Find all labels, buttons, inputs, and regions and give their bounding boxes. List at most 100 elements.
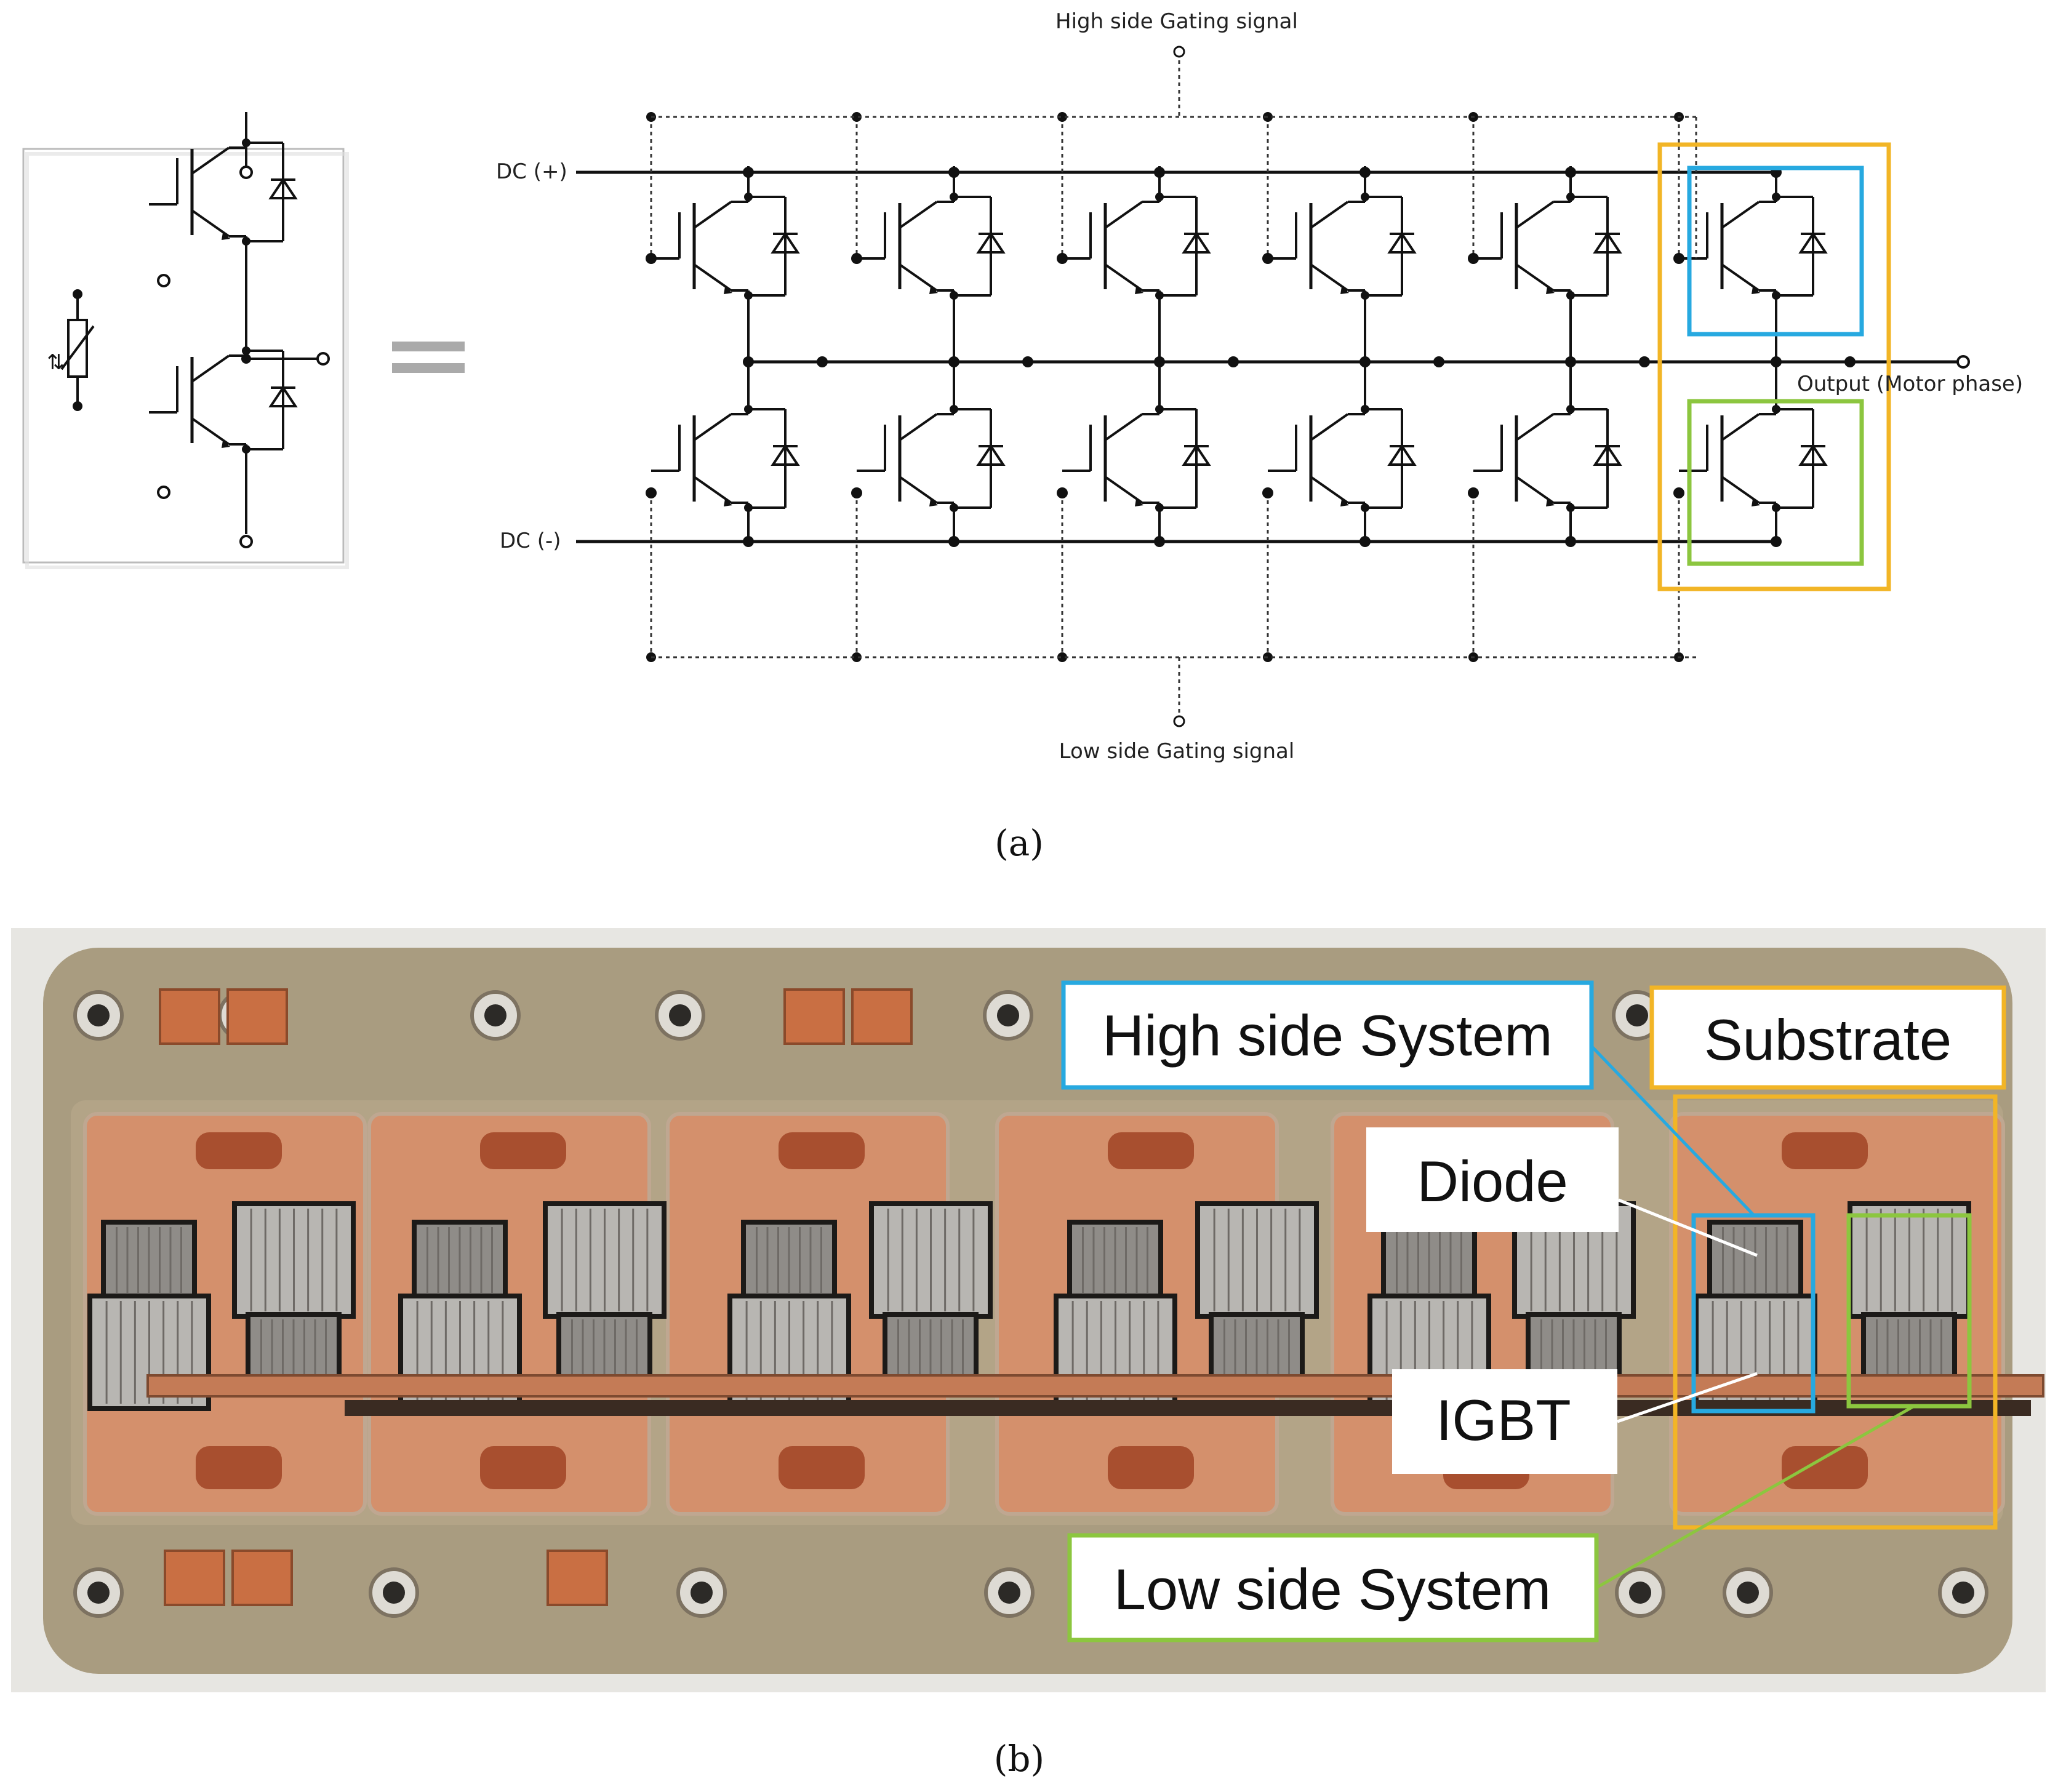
bond-pad xyxy=(1782,1446,1868,1489)
dc-minus-node xyxy=(1565,536,1576,547)
high-gate-terminal xyxy=(1057,253,1068,264)
output-node xyxy=(1433,356,1444,367)
power-terminal xyxy=(851,988,913,1045)
thermistor-terminal xyxy=(73,401,82,411)
mounting-hole-center xyxy=(1737,1582,1759,1604)
bond-pad xyxy=(779,1132,865,1169)
bond-pad xyxy=(1108,1446,1194,1489)
inset-terminal xyxy=(157,486,170,499)
busbar xyxy=(146,1374,2044,1398)
low-gate-node xyxy=(1057,652,1067,662)
substrate-highlight xyxy=(1657,142,1891,591)
output-node xyxy=(1359,356,1371,367)
diode-box xyxy=(1366,1127,1619,1232)
inset-terminal xyxy=(316,352,330,366)
equals-sign-bar xyxy=(392,363,465,373)
mounting-hole-center xyxy=(87,1582,110,1604)
diode-leader xyxy=(1618,1198,1758,1257)
power-module-photo xyxy=(11,928,2046,1692)
igbt-low-2 xyxy=(857,378,1003,520)
mounting-hole-center xyxy=(484,1004,506,1026)
output-node xyxy=(1022,356,1033,367)
high-gate-terminal-main xyxy=(1173,46,1185,58)
output-node xyxy=(1154,356,1165,367)
output-node xyxy=(1228,356,1239,367)
dc-plus-node xyxy=(1154,167,1165,178)
dc-minus-node xyxy=(1154,536,1165,547)
low-gate-terminal-main xyxy=(1173,715,1185,727)
thermistor-arrows: ⇅ xyxy=(47,350,65,375)
igbt-high-5 xyxy=(1473,166,1620,308)
output-node xyxy=(1844,356,1856,367)
high-side-leader xyxy=(1590,1045,1755,1217)
low-gate-terminal xyxy=(1673,487,1684,498)
output-label: Output (Motor phase) xyxy=(1797,372,2023,396)
high-gate-node xyxy=(1057,112,1067,122)
high-gate-terminal xyxy=(1468,253,1479,264)
output-node xyxy=(1565,356,1576,367)
thermistor-terminal xyxy=(73,289,82,299)
mounting-hole-center xyxy=(669,1004,691,1026)
low-side-region xyxy=(1846,1213,1972,1409)
high-gate-terminal xyxy=(1673,253,1684,264)
mounting-hole-center xyxy=(383,1582,405,1604)
bond-pad xyxy=(1108,1132,1194,1169)
power-terminal xyxy=(159,988,220,1045)
bond-pad xyxy=(779,1446,865,1489)
igbt-box xyxy=(1392,1369,1617,1474)
dc-minus-node xyxy=(1771,536,1782,547)
substrate-region xyxy=(1673,1094,1998,1530)
dc-minus-node xyxy=(948,536,959,547)
igbt-low-3 xyxy=(1062,378,1209,520)
low-side-highlight xyxy=(1687,399,1864,566)
bond-pad xyxy=(480,1446,566,1489)
mounting-hole-center xyxy=(1629,1582,1651,1604)
output-node xyxy=(1771,356,1782,367)
photo-callouts: High side System Substrate Diode IGBT Lo… xyxy=(994,1003,1952,1780)
high-gate-terminal xyxy=(851,253,862,264)
substrate-callout: Substrate xyxy=(1704,1007,1952,1072)
high-side-system-box xyxy=(1061,980,1594,1090)
dc-plus-node xyxy=(1359,167,1371,178)
dc-plus-label: DC (+) xyxy=(496,159,567,184)
igbt-leader xyxy=(1617,1372,1758,1423)
igbt-low-1 xyxy=(651,378,798,520)
low-gate-terminal xyxy=(1262,487,1273,498)
low-side-system-box xyxy=(1067,1533,1599,1642)
output-node xyxy=(743,356,754,367)
equals-sign-bar xyxy=(392,342,465,351)
mounting-hole-center xyxy=(998,1582,1020,1604)
output-node xyxy=(948,356,959,367)
low-gate-node xyxy=(852,652,862,662)
bond-pad xyxy=(480,1132,566,1169)
low-gate-terminal xyxy=(1468,487,1479,498)
igbt-high-1 xyxy=(651,166,798,308)
inset-terminal xyxy=(157,274,170,287)
diode-callout: Diode xyxy=(1417,1149,1568,1214)
caption-b: (b) xyxy=(994,1738,1044,1780)
bond-pad xyxy=(196,1132,282,1169)
dc-minus-node xyxy=(743,536,754,547)
dc-minus-node xyxy=(1359,536,1371,547)
output-terminal xyxy=(1956,355,1970,369)
inverter-schematic: ⇅ xyxy=(22,46,1970,727)
mounting-hole-center xyxy=(691,1582,713,1604)
high-side-system-callout: High side System xyxy=(1102,1003,1552,1068)
dc-minus-label: DC (-) xyxy=(500,529,561,553)
low-gate-terminal xyxy=(646,487,657,498)
power-terminal xyxy=(783,988,845,1045)
dc-plus-node xyxy=(1565,167,1576,178)
low-gate-terminal xyxy=(851,487,862,498)
dc-plus-node xyxy=(743,167,754,178)
power-terminal xyxy=(231,1550,293,1606)
substrate-box xyxy=(1649,985,2006,1090)
high-side-highlight xyxy=(1687,166,1864,337)
inset-node xyxy=(241,354,251,364)
busbar-shadow xyxy=(345,1400,2031,1416)
igbt-high-6 xyxy=(1679,166,1825,308)
high-gate-terminal xyxy=(646,253,657,264)
high-gate-terminal xyxy=(1262,253,1273,264)
thermistor-body xyxy=(67,319,88,378)
high-side-gating-label: High side Gating signal xyxy=(1055,9,1298,34)
